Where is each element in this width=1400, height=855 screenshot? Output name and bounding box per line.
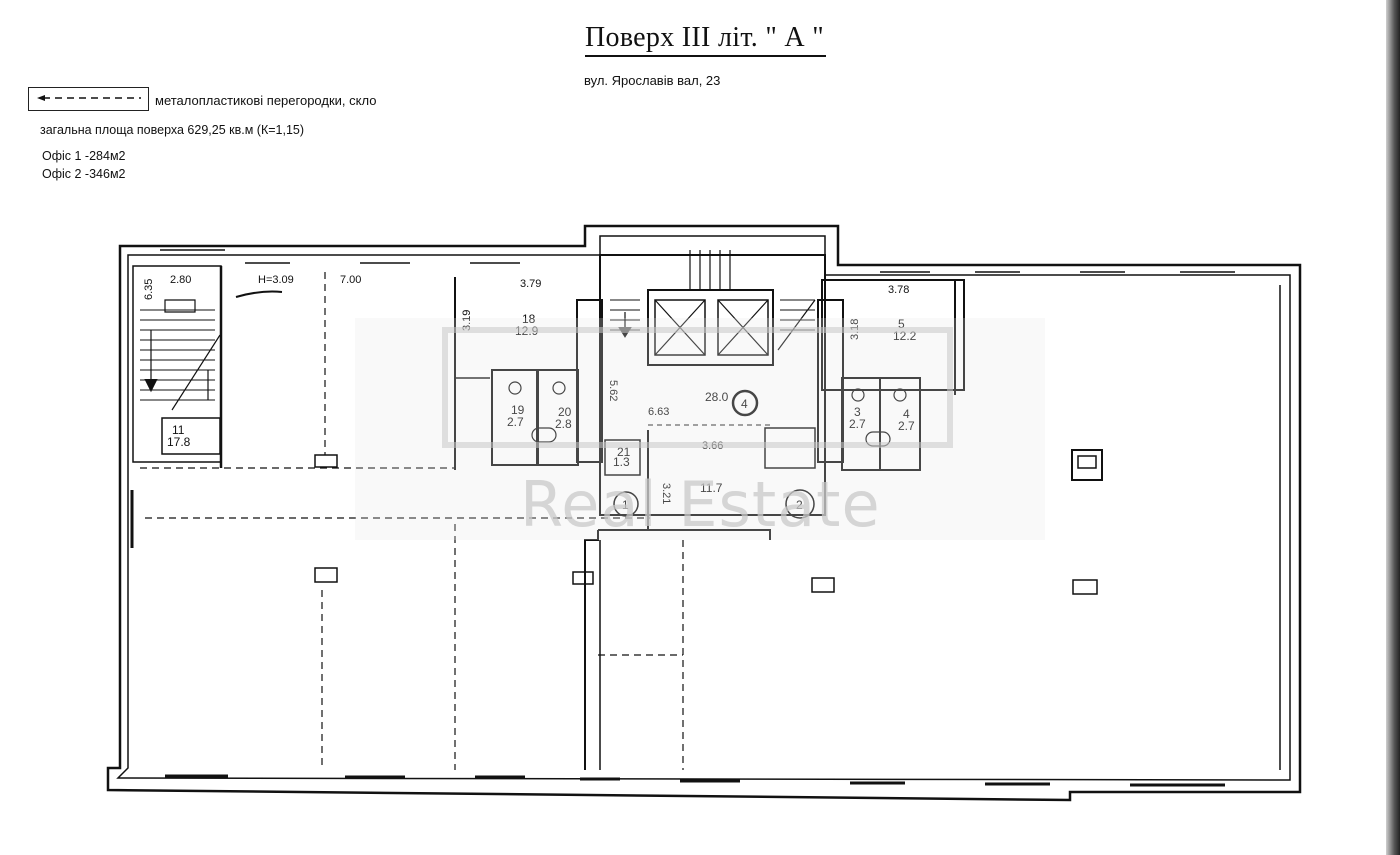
room-number: 5 — [898, 317, 905, 331]
room-area: 2.7 — [507, 415, 524, 429]
marker-label: 1 — [622, 498, 629, 512]
room-area: 2.7 — [849, 417, 866, 431]
dim-label: 2.80 — [170, 274, 191, 286]
room-area: 17.8 — [167, 435, 191, 449]
dim-label: 7.00 — [340, 274, 361, 286]
marker-label: 4 — [741, 397, 748, 411]
room-area: 2.7 — [898, 419, 915, 433]
watermark-area — [355, 318, 1045, 540]
room-number: 20 — [558, 405, 572, 419]
dim-label: 3.19 — [461, 310, 473, 331]
address-text: вул. Ярославів вал, 23 — [584, 73, 721, 88]
dashed-arrow-icon — [37, 95, 141, 101]
room-number: 3 — [854, 405, 861, 419]
room-area: 28.0 — [705, 390, 729, 404]
watermark-text: Real Estate — [520, 468, 881, 541]
dim-label: 3.21 — [660, 483, 672, 504]
dim-label: 3.78 — [888, 284, 909, 296]
room-number: 19 — [511, 403, 525, 417]
legend-label: металопластикові перегородки, скло — [155, 93, 377, 108]
room-number: 18 — [522, 312, 536, 326]
total-area-text: загальна площа поверха 629,25 кв.м (К=1,… — [40, 123, 305, 137]
page-title: Поверх III літ. " А " — [585, 22, 826, 57]
dim-label: 6.63 — [648, 406, 669, 418]
office1-area-text: Офіс 1 -284м2 — [42, 149, 126, 163]
dim-label: 5.62 — [607, 380, 619, 401]
marker-label: 2 — [796, 498, 803, 512]
dim-label: 6.35 — [143, 279, 155, 300]
page-edge-shadow — [1386, 0, 1400, 855]
room-number: 4 — [903, 407, 910, 421]
room-area: 11.7 — [700, 481, 723, 495]
room-area: 1.3 — [613, 455, 630, 469]
dim-label: 3.79 — [520, 278, 541, 290]
room-area: 2.8 — [555, 417, 572, 431]
room-number: 21 — [617, 445, 631, 459]
office2-area-text: Офіс 2 -346м2 — [42, 167, 126, 181]
room-number: 11 — [172, 423, 185, 437]
legend-symbol — [28, 87, 149, 111]
dim-label: H=3.09 — [258, 274, 294, 286]
